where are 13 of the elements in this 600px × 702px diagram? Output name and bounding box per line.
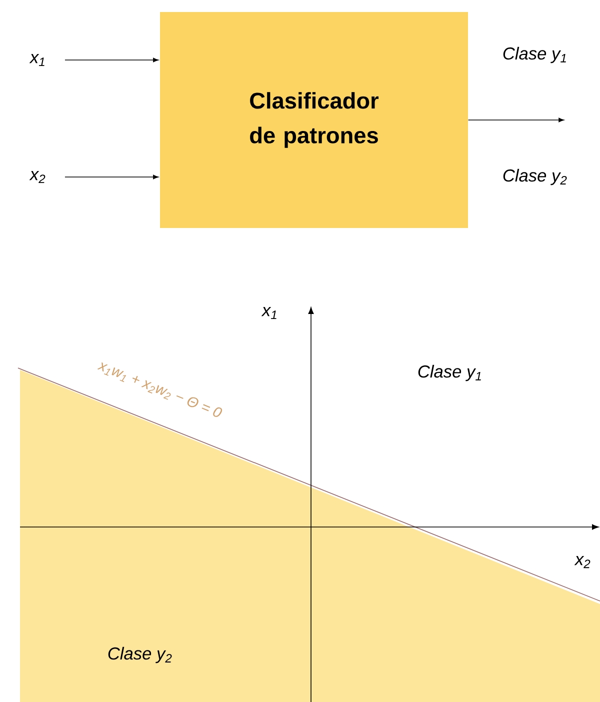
- class-label: Clase y$_{1}$: [418, 364, 481, 382]
- arrow: [64, 58, 158, 62]
- arrow: [468, 118, 564, 122]
- input-label: x$_{1}$: [29, 54, 44, 66]
- input-label: x$_{2}$: [29, 170, 46, 184]
- class-label: Clase y$_{2}$: [108, 646, 172, 664]
- arrow: [64, 174, 158, 180]
- axis-label: x$_{2}$: [574, 556, 590, 568]
- boundary-equation: x$_{1}$w$_{1}$ + x$_{2}$w$_{2}$ − Θ = 0: [97, 362, 222, 417]
- class-label: Clase y$_{2}$: [503, 168, 567, 186]
- process-box: Clasificador de patrones: [160, 12, 468, 228]
- axis-label: x$_{1}$: [261, 307, 276, 319]
- class-label: Clase y$_{1}$: [503, 46, 566, 64]
